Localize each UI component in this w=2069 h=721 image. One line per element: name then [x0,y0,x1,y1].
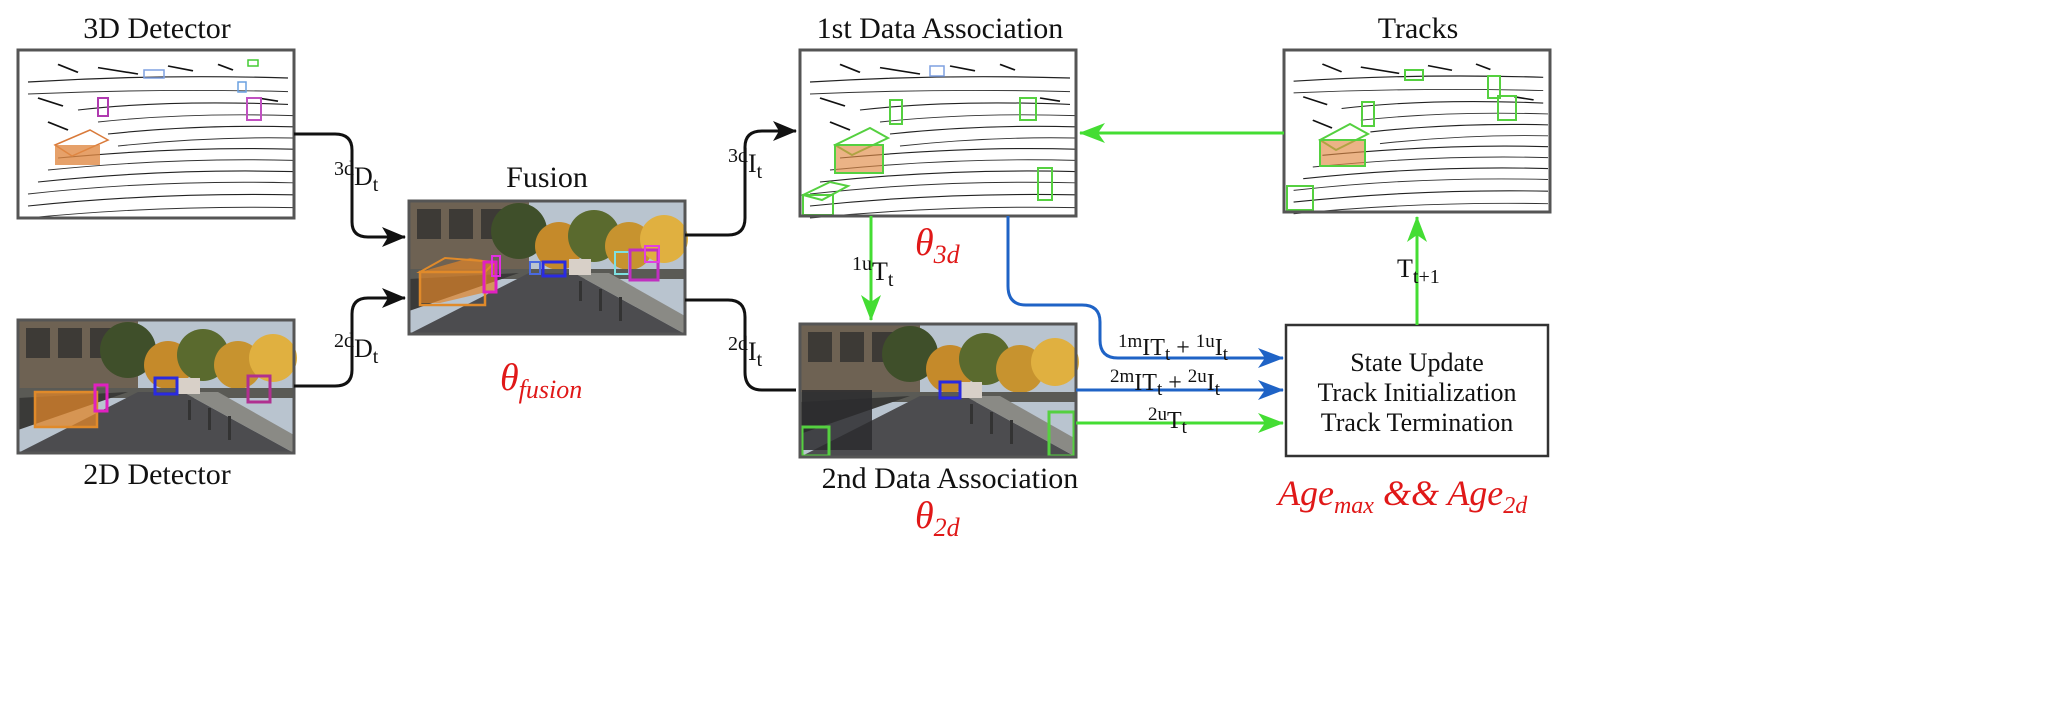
detector2d-panel [16,318,297,455]
label-2u-tt: 2uTt [1148,404,1188,438]
arrow-2d-to-fusion [294,288,406,388]
label-1u-tt: 1uTt [852,253,894,291]
detector3d-boxes [53,59,262,165]
assoc2-title: 2nd Data Association [822,462,1079,495]
assoc1-title: 1st Data Association [817,12,1064,45]
theta-fusion: θfusion [500,357,582,404]
fusion-panel [407,199,688,336]
detector3d-panel [16,48,296,220]
track-term-text: Track Termination [1321,408,1513,437]
arrow-3d-to-fusion [294,132,406,247]
age-params: Agemax && Age2d [1276,473,1528,519]
arrow-fusion-to-assoc1 [685,121,797,237]
arrow-fusion-to-assoc2 [685,298,796,392]
label-2d-it: 2dIt [728,333,763,371]
tracks-panel [1282,48,1552,215]
label-2d-dt: 2dDt [334,330,379,368]
assoc2-panel [798,322,1079,459]
theta-2d: θ2d [915,495,961,542]
state-box: State Update Track Initialization Track … [1284,323,1550,458]
label-3d-it: 3dIt [728,145,763,183]
theta-3d: θ3d [915,222,961,269]
tracks-title: Tracks [1378,12,1459,45]
assoc1-panel [798,48,1078,220]
label-1m-it: 1mITt + 1uIt [1118,331,1229,365]
label-3d-dt: 3dDt [334,158,379,196]
detector2d-title: 2D Detector [83,458,230,491]
fusion-title: Fusion [506,161,588,194]
label-t-next: Tt+1 [1397,254,1440,288]
arrow-assoc1-to-state [1006,216,1284,368]
track-init-text: Track Initialization [1317,378,1516,407]
label-2m-it: 2mITt + 2uIt [1110,366,1221,400]
detector3d-title: 3D Detector [83,12,230,45]
state-update-text: State Update [1350,348,1484,377]
